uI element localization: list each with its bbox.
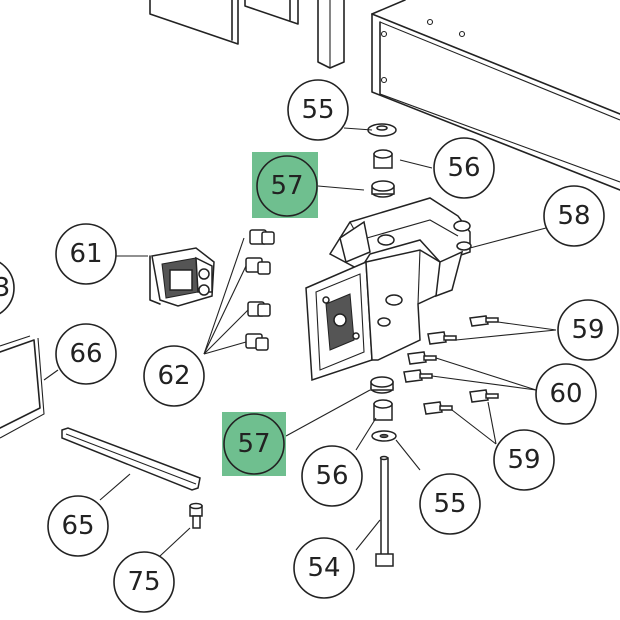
- callout-60: 60: [535, 363, 597, 425]
- svg-text:58: 58: [557, 201, 590, 231]
- svg-text:3: 3: [0, 273, 10, 303]
- callout-57-top-highlighted: 57: [252, 152, 318, 218]
- svg-text:54: 54: [307, 553, 340, 583]
- vertical-post: [317, 0, 345, 69]
- svg-text:55: 55: [433, 489, 466, 519]
- svg-text:59: 59: [507, 445, 540, 475]
- callout-54: 54: [293, 537, 355, 599]
- frame-panel-top-left: [149, 0, 299, 45]
- fasteners-62: [245, 229, 275, 351]
- leader-lines: [43, 127, 557, 557]
- callout-62: 62: [143, 345, 205, 407]
- svg-text:55: 55: [301, 95, 334, 125]
- svg-text:57: 57: [237, 429, 270, 459]
- callout-59-upper: 59: [557, 299, 619, 361]
- callouts: 55 56 57 58 61 3 66 62: [0, 79, 619, 613]
- callout-66: 66: [55, 323, 117, 385]
- svg-text:66: 66: [69, 339, 102, 369]
- callout-3-partial: 3: [0, 261, 15, 315]
- callout-59-lower: 59: [493, 429, 555, 491]
- callout-56-top: 56: [433, 137, 495, 199]
- svg-text:57: 57: [270, 171, 303, 201]
- beam-top-right: [371, 0, 620, 191]
- callout-65: 65: [47, 495, 109, 557]
- callout-61: 61: [55, 223, 117, 285]
- callout-57-bottom-highlighted: 57: [222, 412, 286, 476]
- strap-rod-65: [61, 427, 201, 491]
- top-bushings: [367, 123, 397, 198]
- bottom-bushings: [370, 376, 397, 442]
- callout-56-bottom: 56: [301, 445, 363, 507]
- svg-text:60: 60: [549, 379, 582, 409]
- svg-text:59: 59: [571, 315, 604, 345]
- svg-text:56: 56: [447, 153, 480, 183]
- pin-54: [375, 455, 394, 567]
- callout-75: 75: [113, 551, 175, 613]
- frame-rectangle-66: [0, 335, 45, 439]
- bolts-59-60: [403, 315, 499, 415]
- callout-55-bottom: 55: [419, 473, 481, 535]
- svg-text:65: 65: [61, 511, 94, 541]
- callout-58: 58: [543, 185, 605, 247]
- svg-text:75: 75: [127, 567, 160, 597]
- bolt-75: [189, 502, 203, 529]
- svg-text:61: 61: [69, 239, 102, 269]
- svg-text:56: 56: [315, 461, 348, 491]
- callout-55-top: 55: [287, 79, 349, 141]
- hinge-bracket-61: [149, 247, 215, 307]
- main-bracket: [305, 197, 472, 382]
- svg-text:62: 62: [157, 361, 190, 391]
